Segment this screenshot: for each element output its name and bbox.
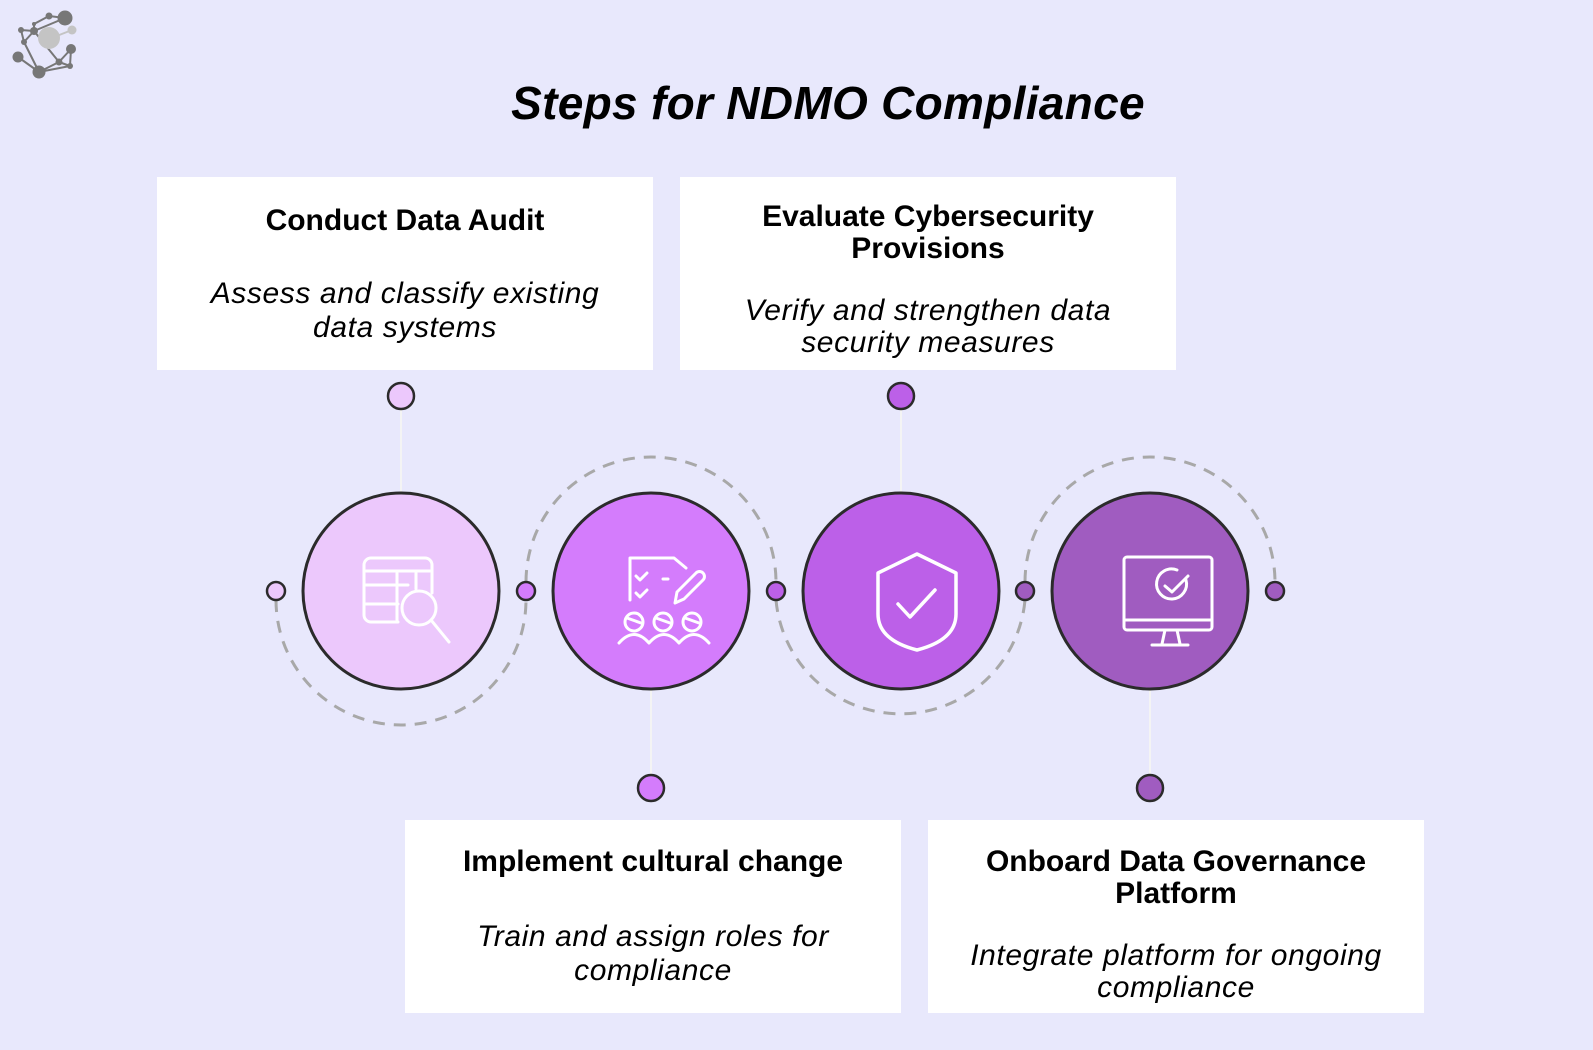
- timeline-dot-3: [765, 580, 787, 602]
- step-card-2: Implement cultural change Train and assi…: [405, 820, 901, 1013]
- connector-arc-4: [1023, 455, 1277, 583]
- step-4-heading: Onboard Data Governance Platform: [985, 845, 1367, 910]
- timeline-dot-4: [1014, 580, 1036, 602]
- step-3-circle: [801, 491, 1001, 691]
- timeline-dot-5: [1264, 580, 1286, 602]
- step-card-3: Evaluate Cybersecurity Provisions Verify…: [680, 177, 1176, 370]
- step-4-circle: [1050, 491, 1250, 691]
- connector-arc-1: [274, 599, 528, 727]
- step-1-heading: Conduct Data Audit: [265, 204, 545, 237]
- page-title: Steps for NDMO Compliance: [511, 77, 1145, 129]
- step-1-connector-dot: [386, 381, 416, 411]
- step-2-circle: [551, 491, 751, 691]
- team-checklist-icon: [617, 556, 711, 645]
- step-3-heading: Evaluate Cybersecurity Provisions: [762, 200, 1094, 265]
- timeline-dot-2: [515, 580, 537, 602]
- connector-arc-2: [524, 455, 778, 583]
- step-4-connector-dot: [1135, 773, 1165, 803]
- shield-check-icon: [876, 552, 958, 652]
- step-4-description: Integrate platform for ongoing complianc…: [970, 939, 1382, 1004]
- step-3-description: Verify and strengthen data security meas…: [744, 294, 1112, 359]
- timeline-dot-1: [265, 580, 287, 602]
- step-card-1: Conduct Data Audit Assess and classify e…: [157, 177, 653, 370]
- network-logo-icon: [12, 10, 77, 79]
- table-search-icon: [362, 556, 451, 644]
- monitor-check-icon: [1122, 555, 1214, 647]
- step-3-connector-dot: [886, 381, 916, 411]
- step-1-circle: [301, 491, 501, 691]
- step-2-heading: Implement cultural change: [462, 845, 844, 878]
- step-card-4: Onboard Data Governance Platform Integra…: [928, 820, 1424, 1013]
- step-1-description: Assess and classify existing data system…: [210, 277, 600, 344]
- step-2-connector-dot: [636, 773, 666, 803]
- step-2-description: Train and assign roles for compliance: [477, 920, 829, 987]
